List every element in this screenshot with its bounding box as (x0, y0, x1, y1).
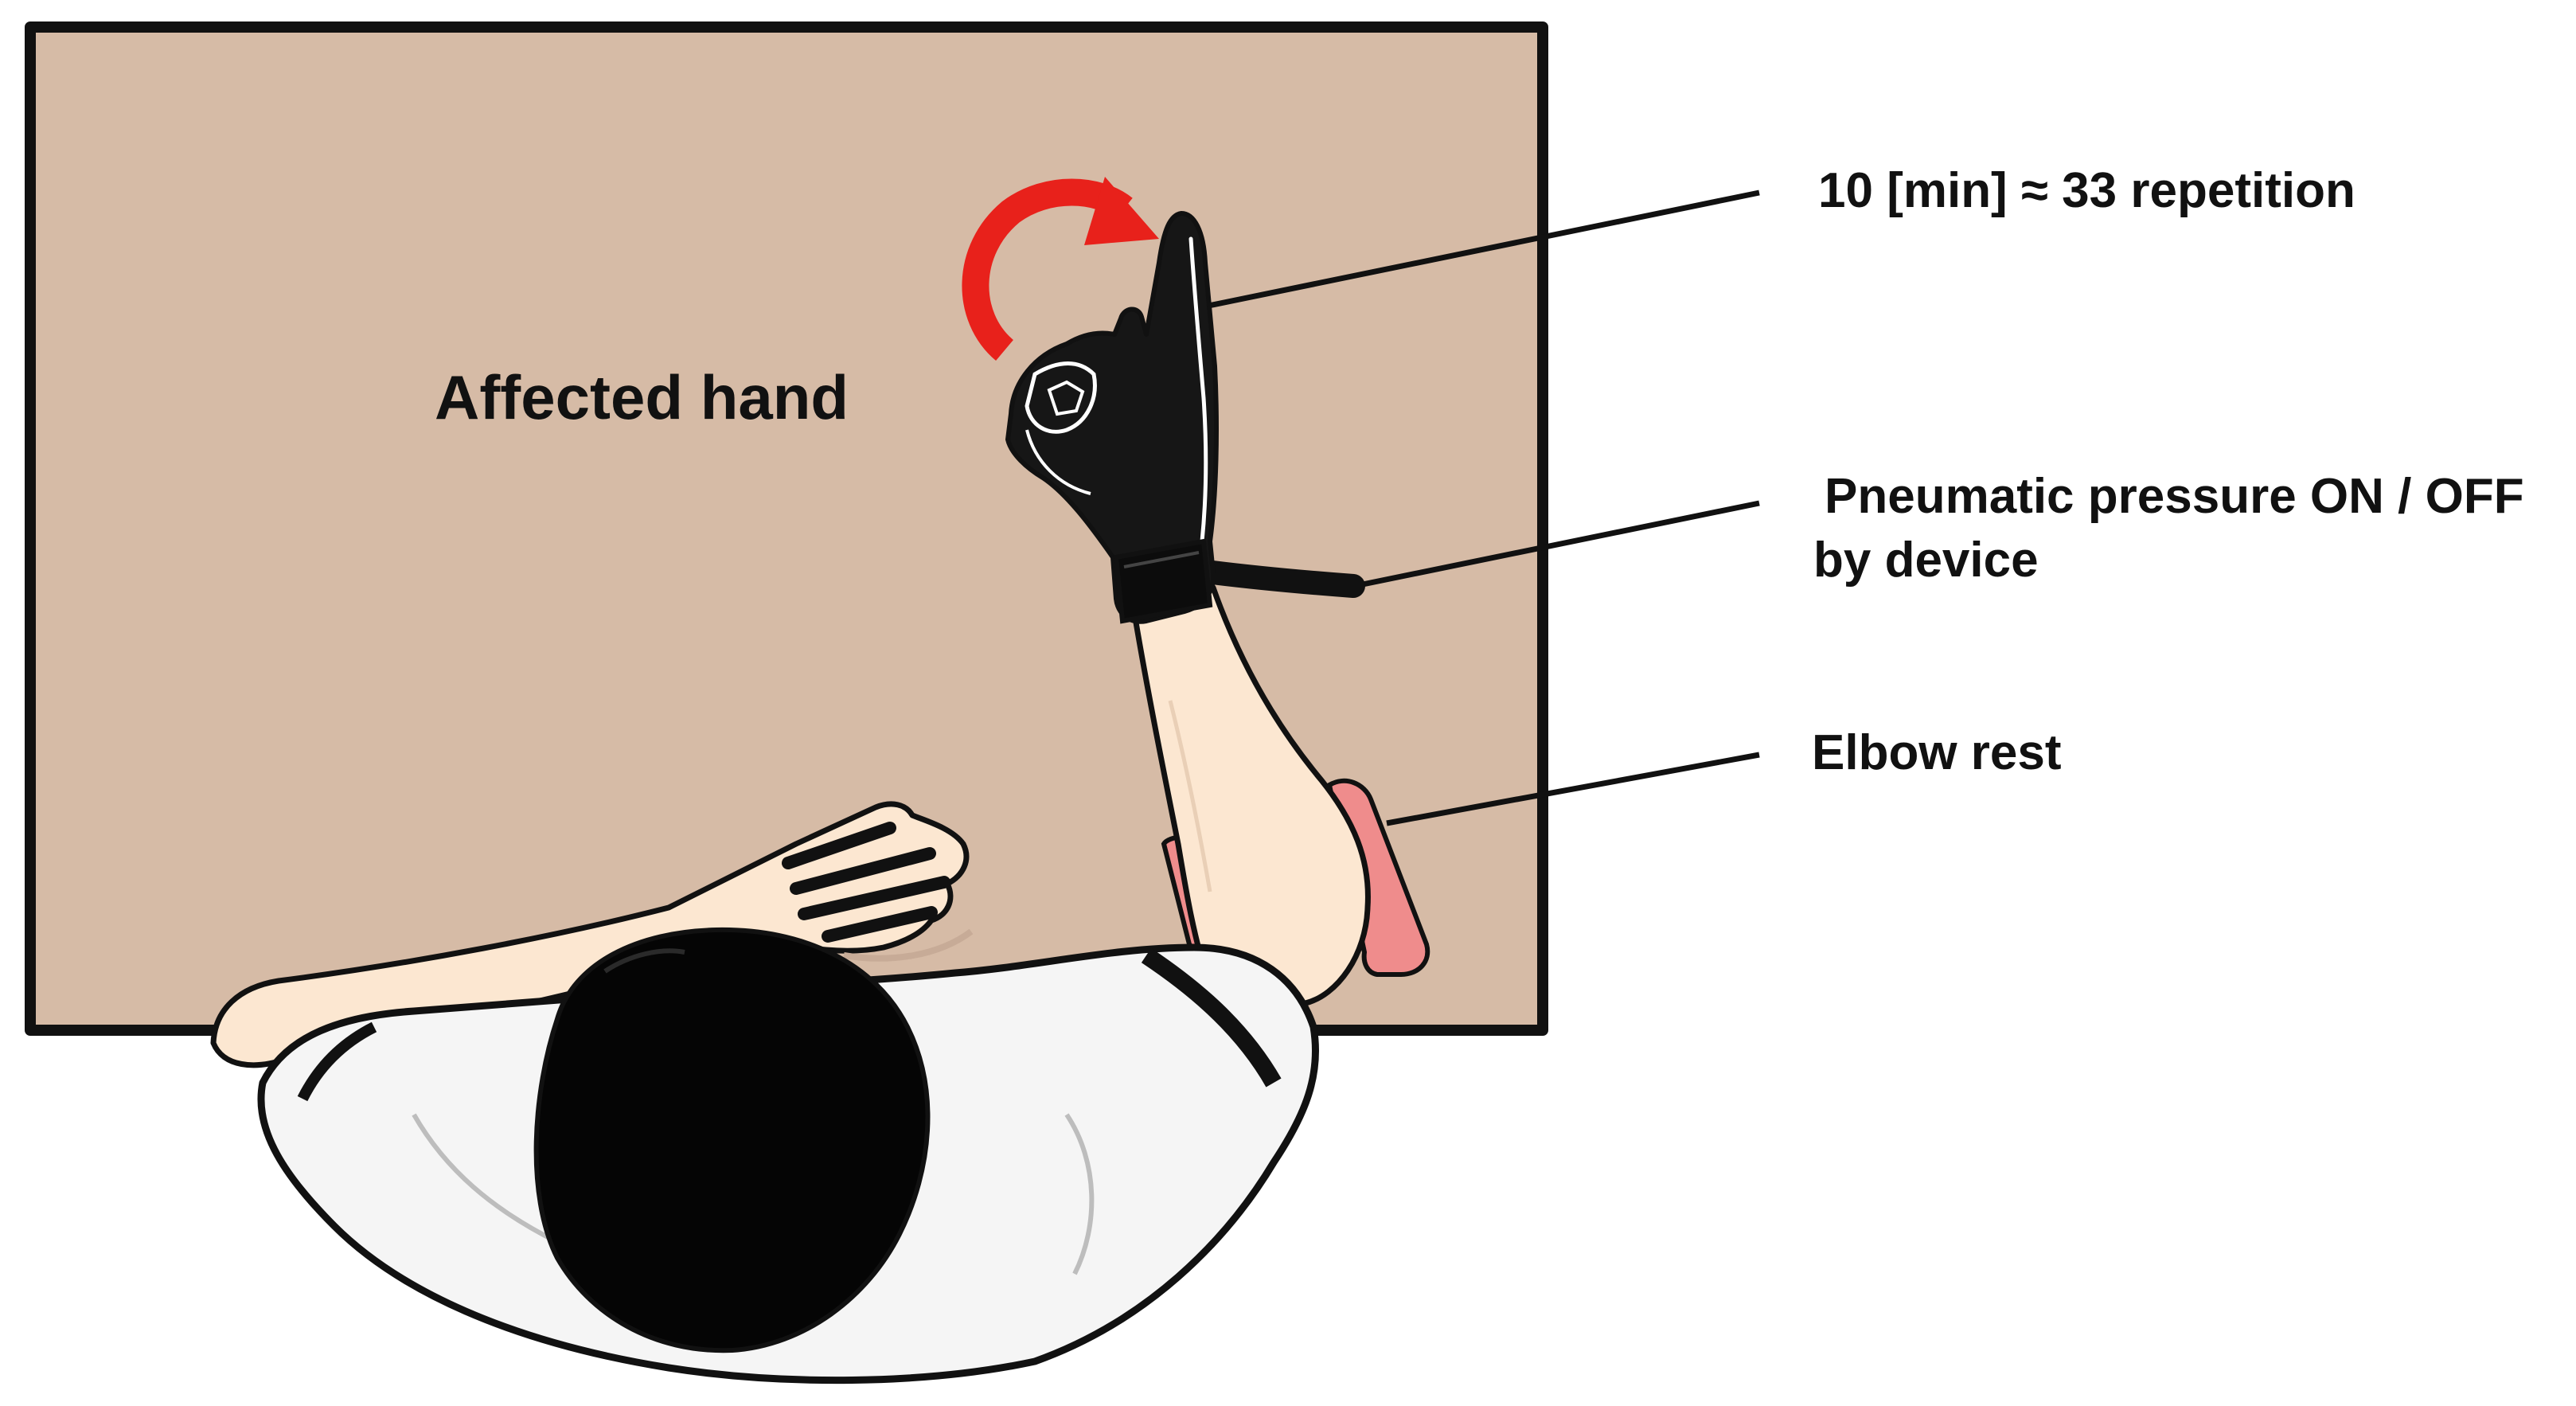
curved-arrow-icon (962, 177, 1159, 361)
gloved-hand (1005, 211, 1219, 624)
leader-line-pressure (1354, 500, 1760, 589)
repetition-label: 10 [min] ≈ 33 repetition (1818, 163, 2355, 218)
affected-hand-label: Affected hand (435, 362, 849, 432)
pneumatic-pressure-label: Pneumatic pressure ON / OFF (1825, 469, 2524, 524)
resting-hand-fingers (782, 822, 950, 943)
head (533, 927, 931, 1353)
affected-forearm (1130, 584, 1371, 1006)
elbow-rest-label: Elbow rest (1812, 725, 2062, 780)
pneumatic-pressure-label-line2: by device (1813, 533, 2039, 588)
leader-line-elbow-rest (1386, 752, 1760, 826)
pneumatic-tube (1182, 558, 1365, 598)
leader-line-repetition (1208, 189, 1760, 309)
